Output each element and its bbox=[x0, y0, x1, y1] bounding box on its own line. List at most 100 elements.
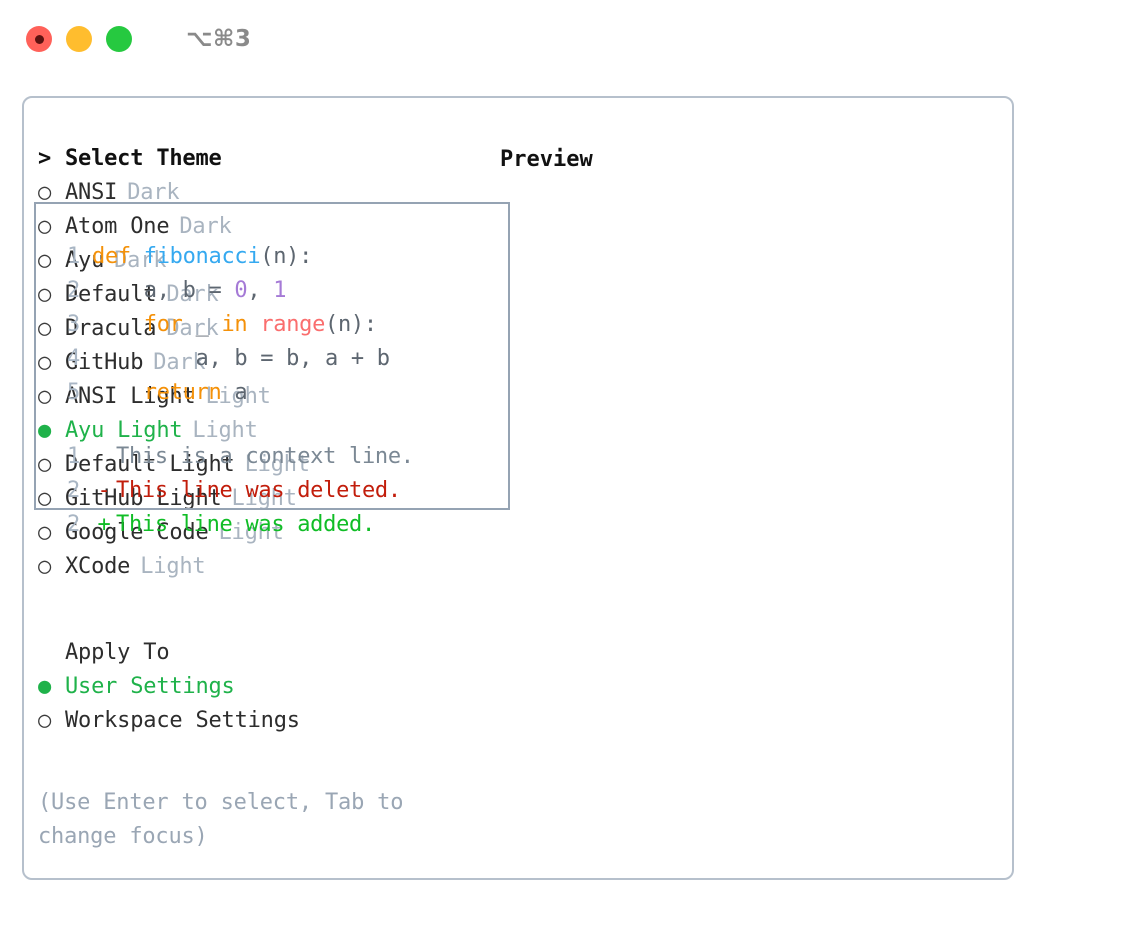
radio-unselected-icon[interactable]: ○ bbox=[38, 214, 52, 239]
theme-variant-label: Dark bbox=[166, 316, 219, 341]
apply-to-label: Workspace Settings bbox=[65, 708, 300, 733]
radio-unselected-icon[interactable]: ○ bbox=[38, 486, 52, 511]
line-number: 2 bbox=[67, 278, 80, 303]
diff-sign-marker: - bbox=[97, 478, 111, 503]
code-line: 3 for _ in range(n): bbox=[48, 312, 508, 346]
preview-column: Preview bbox=[500, 146, 1000, 180]
code-token-keyword: in bbox=[221, 312, 248, 337]
line-number: 2 bbox=[67, 512, 80, 537]
code-line: 5 return a bbox=[48, 380, 508, 414]
theme-variant-label: Dark bbox=[179, 214, 232, 239]
caret-icon: > bbox=[38, 146, 52, 171]
preview-box: 1 def fibonacci(n): 2 a, b = 0, 1 3 for _ i… bbox=[34, 202, 510, 537]
code-token-plain: _ bbox=[182, 312, 222, 337]
radio-selected-icon[interactable]: ● bbox=[38, 418, 52, 443]
theme-list-item[interactable]: ○ Default Dark bbox=[38, 282, 478, 316]
apply-to-label: User Settings bbox=[65, 674, 235, 699]
radio-unselected-icon[interactable]: ○ bbox=[38, 350, 52, 375]
theme-list-item[interactable]: ○ Dracula Dark bbox=[38, 316, 478, 350]
theme-variant-label: Light bbox=[244, 452, 310, 477]
diff-line-text: This line was deleted. bbox=[116, 478, 401, 503]
line-number: 1 bbox=[67, 244, 80, 269]
line-number: 2 bbox=[67, 478, 80, 503]
code-token-plain: , bbox=[247, 278, 274, 303]
radio-unselected-icon[interactable]: ○ bbox=[38, 554, 52, 579]
line-number: 1 bbox=[67, 444, 80, 469]
code-line-text: a, b = 0, 1 bbox=[92, 278, 287, 303]
preview-heading-label: Preview bbox=[500, 147, 593, 172]
code-token-keyword: return bbox=[143, 380, 222, 405]
code-token-plain bbox=[92, 380, 144, 405]
blank-marker-icon: ○ bbox=[38, 642, 65, 664]
code-token-plain bbox=[92, 312, 144, 337]
theme-variant-label: Dark bbox=[127, 180, 180, 205]
code-token-keyword: def bbox=[92, 244, 144, 269]
code-token-keyword: for bbox=[143, 312, 183, 337]
code-line-text: a, b = b, a + b bbox=[92, 346, 391, 371]
theme-name-label: Ayu Light bbox=[65, 418, 183, 443]
apply-to-list-item[interactable]: ○ Workspace Settings bbox=[38, 708, 478, 742]
code-token-plain: a, b = b, a + b bbox=[92, 346, 391, 371]
theme-name-label: Dracula bbox=[65, 316, 157, 341]
theme-name-label: Google Code bbox=[65, 520, 209, 545]
select-theme-heading: > Select Theme bbox=[38, 146, 478, 180]
theme-list-item[interactable]: ○ Google Code Light bbox=[38, 520, 478, 554]
radio-unselected-icon[interactable]: ○ bbox=[38, 520, 52, 545]
theme-name-label: Default bbox=[65, 282, 157, 307]
theme-variant-label: Light bbox=[140, 554, 206, 579]
theme-list-item[interactable]: ○ Default Light Light bbox=[38, 452, 478, 486]
diff-sign-marker bbox=[92, 444, 116, 469]
theme-variant-label: Light bbox=[192, 418, 258, 443]
maximize-window-button[interactable] bbox=[106, 26, 132, 52]
diff-line-text: This line was added. bbox=[116, 512, 375, 537]
apply-to-heading: ○ Apply To bbox=[38, 640, 478, 674]
keyboard-shortcut-label: ⌥⌘3 bbox=[186, 26, 252, 52]
code-line: 4 a, b = b, a + b bbox=[48, 346, 508, 380]
radio-unselected-icon[interactable]: ○ bbox=[38, 452, 52, 477]
theme-variant-label: Light bbox=[218, 520, 284, 545]
theme-name-label: Ayu bbox=[65, 248, 105, 273]
apply-to-heading-label: Apply To bbox=[65, 640, 170, 665]
code-token-plain: a, b = bbox=[92, 278, 235, 303]
theme-variant-label: Dark bbox=[166, 282, 219, 307]
minimize-window-button[interactable] bbox=[66, 26, 92, 52]
close-window-button[interactable] bbox=[26, 26, 52, 52]
diff-line-text: This is a context line. bbox=[116, 444, 414, 469]
radio-unselected-icon[interactable]: ○ bbox=[38, 282, 52, 307]
code-token-plain: a bbox=[221, 380, 248, 405]
apply-to-list-item[interactable]: ● User Settings bbox=[38, 674, 478, 708]
radio-unselected-icon[interactable]: ○ bbox=[38, 248, 52, 273]
title-bar: ⌥⌘3 bbox=[0, 0, 1140, 78]
code-line-text: def fibonacci(n): bbox=[92, 244, 312, 269]
radio-unselected-icon[interactable]: ○ bbox=[38, 384, 52, 409]
code-line: 1 def fibonacci(n): bbox=[48, 244, 508, 278]
diff-spacer bbox=[48, 414, 508, 444]
theme-list-item[interactable]: ● Ayu Light Light bbox=[38, 418, 478, 452]
diff-line-added: 2+This line was added. bbox=[48, 512, 508, 546]
theme-name-label: ANSI Light bbox=[65, 384, 196, 409]
radio-selected-icon[interactable]: ● bbox=[38, 674, 52, 699]
code-line-text: for _ in range(n): bbox=[92, 312, 377, 337]
theme-name-label: Default Light bbox=[65, 452, 235, 477]
radio-unselected-icon[interactable]: ○ bbox=[38, 180, 52, 205]
keyboard-hint-text: (Use Enter to select, Tab to change focu… bbox=[38, 790, 404, 849]
theme-name-label: GitHub bbox=[65, 350, 144, 375]
radio-unselected-icon[interactable]: ○ bbox=[38, 316, 52, 341]
code-token-punct: (n): bbox=[325, 312, 377, 337]
theme-name-label: GitHub Light bbox=[65, 486, 222, 511]
radio-unselected-icon[interactable]: ○ bbox=[38, 708, 52, 733]
code-sample: 1 def fibonacci(n): 2 a, b = 0, 1 3 for _ i… bbox=[48, 244, 508, 414]
diff-line-removed: 2-This line was deleted. bbox=[48, 478, 508, 512]
code-token-punct: (n): bbox=[260, 244, 313, 269]
